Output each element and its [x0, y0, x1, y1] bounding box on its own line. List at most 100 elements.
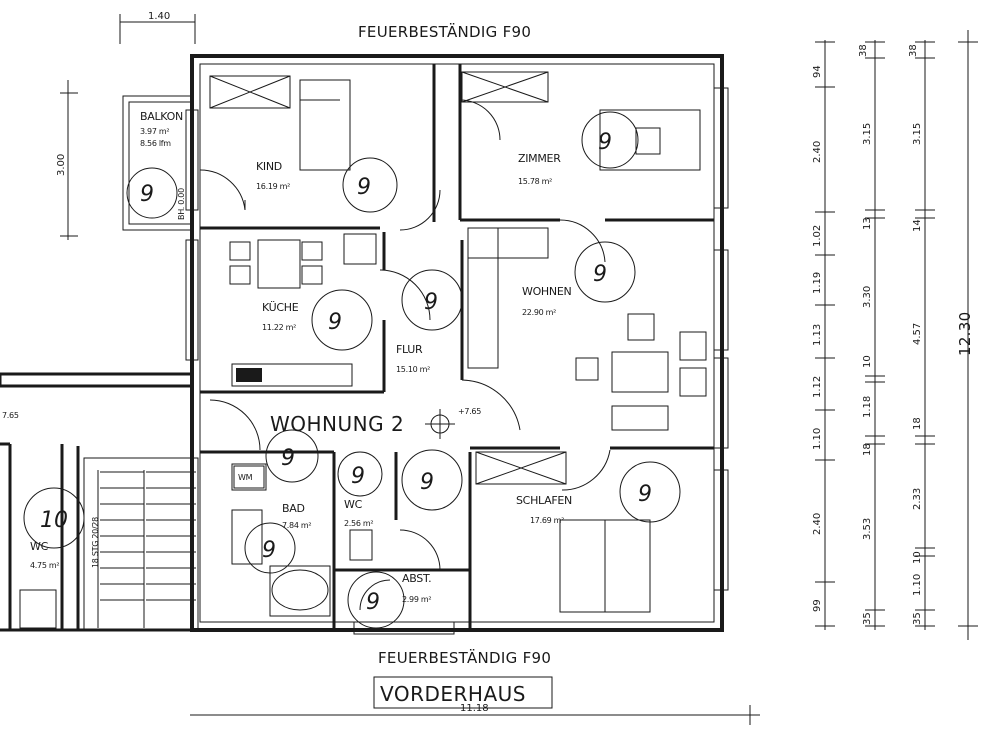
- room-bad-area: 7.84 m²: [282, 521, 311, 530]
- room-schlafen-name: SCHLAFEN: [516, 494, 572, 507]
- dim-chain3-4: 18: [912, 417, 923, 430]
- dim-chain3-0: 38: [908, 44, 919, 57]
- fire-marker: 9: [342, 157, 398, 213]
- dim-chain1-1: 2.40: [812, 141, 823, 163]
- room-zimmer-name: ZIMMER: [518, 152, 561, 165]
- dim-chain2-1: 3.15: [862, 123, 873, 145]
- dim-chain3-2: 14: [912, 219, 923, 232]
- dim-chain3-6: 10: [912, 551, 923, 564]
- top-width-label: 1.40: [148, 11, 170, 22]
- room-flur-area: 15.10 m²: [396, 365, 430, 374]
- bottom-fire-label: FEUERBESTÄNDIG F90: [378, 648, 551, 667]
- walls: [0, 54, 724, 632]
- room-wc-name: WC: [344, 498, 363, 511]
- svg-text:9: 9: [598, 130, 612, 155]
- room-abst-area: 2.99 m²: [402, 595, 431, 604]
- fire-marker: 9: [619, 461, 681, 523]
- svg-text:9: 9: [262, 538, 276, 563]
- dim-chain2-4: 10: [862, 355, 873, 368]
- room-balkon-area: 3.97 m²: [140, 127, 169, 136]
- dim-chain1-7: 2.40: [812, 513, 823, 535]
- labels: FEUERBESTÄNDIG F90 FEUERBESTÄNDIG F90 VO…: [2, 22, 572, 709]
- dim-chain2-8: 35: [862, 612, 873, 625]
- dim-chain2-7: 3.53: [862, 518, 873, 540]
- fire-marker: 9: [337, 451, 383, 497]
- svg-text:9: 9: [328, 310, 342, 335]
- room-wc-left-name: WC: [30, 540, 49, 553]
- svg-text:9: 9: [593, 262, 607, 287]
- door-height-label: BH. 0.00: [177, 188, 186, 220]
- svg-text:9: 9: [357, 175, 371, 200]
- room-bad-name: BAD: [282, 502, 305, 515]
- doors: [199, 99, 611, 611]
- dim-chain1-5: 1.12: [812, 376, 823, 398]
- room-schlafen-area: 17.69 m²: [530, 516, 564, 525]
- svg-text:10: 10: [40, 508, 68, 533]
- right-dimension-chains: 94 2.40 1.02 1.19 1.13 1.12 1.10 2.40 99…: [812, 30, 978, 640]
- svg-text:9: 9: [638, 482, 652, 507]
- unit-level-label: +7.65: [458, 407, 481, 416]
- svg-text:9: 9: [281, 446, 295, 471]
- fire-marker: 9: [581, 111, 639, 169]
- dim-chain1-0: 94: [812, 65, 823, 78]
- dim-chain1-3: 1.19: [812, 272, 823, 294]
- dim-chain2-2: 13: [862, 217, 873, 230]
- total-height-label: 12.30: [956, 312, 974, 356]
- svg-text:9: 9: [420, 470, 434, 495]
- fire-marker: 10: [23, 487, 85, 549]
- dim-chain3-5: 2.33: [912, 488, 923, 510]
- balkon-height-label: 3.00: [56, 154, 67, 176]
- fire-marker: 9: [126, 167, 178, 219]
- fire-marker: 9: [311, 289, 373, 351]
- room-kind-name: KIND: [256, 160, 282, 173]
- room-kueche-area: 11.22 m²: [262, 323, 296, 332]
- fire-marker: 9: [574, 241, 636, 303]
- room-abst-name: ABST.: [402, 572, 431, 585]
- room-wc-area: 2.56 m²: [344, 519, 373, 528]
- dim-chain1-8: 99: [812, 599, 823, 612]
- unit-label: WOHNUNG 2: [270, 412, 404, 436]
- fire-marker: 9: [401, 269, 463, 331]
- fire-marker: 9: [347, 571, 405, 629]
- left-level-label: 7.65: [2, 411, 19, 420]
- fire-marker: 9: [401, 449, 463, 511]
- fire-marker: 9: [265, 429, 319, 483]
- svg-text:9: 9: [424, 290, 438, 315]
- dim-chain2-0: 38: [858, 44, 869, 57]
- balkon-dimension: 3.00: [56, 80, 78, 240]
- windows: [185, 71, 729, 635]
- wm-label: WM: [238, 473, 253, 482]
- room-wohnen-area: 22.90 m²: [522, 308, 556, 317]
- top-dimension: 1.40: [119, 11, 196, 44]
- fire-markers: 9 9 9 9 9 9 9 9 9 9 9 9 10: [23, 111, 681, 629]
- room-kind-area: 16.19 m²: [256, 182, 290, 191]
- building-label: VORDERHAUS: [380, 682, 526, 706]
- svg-text:9: 9: [351, 464, 365, 489]
- fire-marker: 9: [244, 522, 296, 574]
- level-marker-icon: [425, 409, 455, 439]
- room-kueche-name: KÜCHE: [262, 301, 299, 314]
- dim-chain3-3: 4.57: [912, 323, 923, 345]
- room-flur-name: FLUR: [396, 343, 423, 356]
- svg-text:9: 9: [140, 182, 154, 207]
- dim-chain1-2: 1.02: [812, 225, 823, 247]
- dim-chain2-6: 18: [862, 443, 873, 456]
- dim-chain1-6: 1.10: [812, 428, 823, 450]
- room-wc-left-area: 4.75 m²: [30, 561, 59, 570]
- dim-chain1-4: 1.13: [812, 324, 823, 346]
- furniture: [19, 79, 707, 629]
- dim-chain2-3: 3.30: [862, 286, 873, 308]
- bottom-dimension: 11.18: [190, 703, 760, 725]
- room-balkon-perimeter: 8.56 lfm: [140, 139, 171, 148]
- dim-chain2-5: 1.18: [862, 396, 873, 418]
- svg-text:9: 9: [366, 590, 380, 615]
- room-zimmer-area: 15.78 m²: [518, 177, 552, 186]
- dim-chain3-8: 35: [912, 612, 923, 625]
- top-fire-label: FEUERBESTÄNDIG F90: [358, 22, 531, 41]
- dim-chain3-1: 3.15: [912, 123, 923, 145]
- room-balkon-name: BALKON: [140, 110, 183, 123]
- room-wohnen-name: WOHNEN: [522, 285, 571, 298]
- dim-chain3-7: 1.10: [912, 574, 923, 596]
- stair-label: 18 STG 20/28: [91, 517, 100, 568]
